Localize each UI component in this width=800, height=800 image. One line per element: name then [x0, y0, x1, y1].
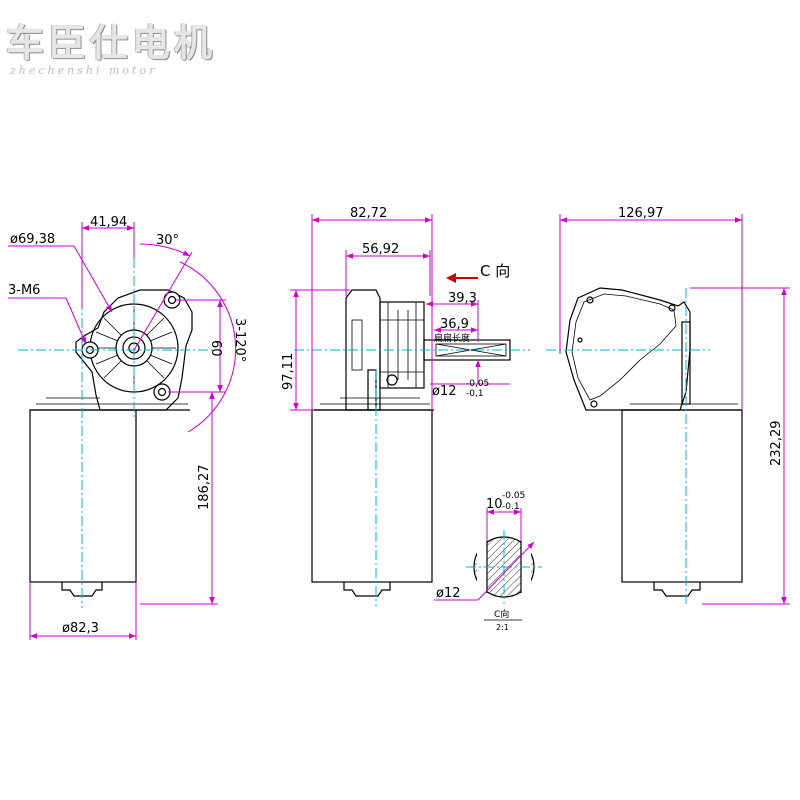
- rear-end-cap: [653, 582, 701, 597]
- section-detail: 10 -0.05 -0.1 ø12 C向 2:1: [434, 491, 542, 632]
- side-key-note: 扁扁长度: [434, 332, 470, 344]
- front-center-dim: 60: [208, 340, 223, 357]
- front-height-dim: 186,27: [197, 465, 212, 511]
- front-mount-boss-2: [153, 383, 171, 401]
- front-motor-can: [29, 409, 137, 583]
- section-tol-lower: -0.1: [502, 502, 520, 512]
- side-width-inner-dim: 56,92: [362, 242, 399, 257]
- side-shaft-tol-upper: -0,05: [466, 379, 489, 389]
- front-body-dia-dim: ø82,3: [62, 621, 99, 636]
- section-label: C向: [494, 608, 509, 620]
- rear-motor-can: [621, 409, 743, 583]
- side-shaft-dia-dim: ø12: [432, 384, 457, 399]
- front-hole-angle-dim: 3-120°: [232, 318, 247, 362]
- side-shaft-tol-lower: -0,1: [466, 389, 484, 399]
- side-view: 82,72 56,92 97,11 39,3 36,9 扁扁长度 ø12 -0,…: [281, 206, 530, 606]
- side-width-outer-dim: 82,72: [350, 206, 387, 221]
- side-height-dim: 97,11: [281, 353, 296, 390]
- front-view: 41,94 ø69,38 30° 3-M6 3-120° 60 186,27: [8, 215, 247, 640]
- front-angle-dim: 30°: [156, 233, 179, 248]
- side-end-cap: [343, 582, 391, 597]
- section-flat-dim: 10: [486, 497, 503, 512]
- front-thread-dim: 3-M6: [8, 283, 40, 298]
- side-key-len-dim: 36,9: [440, 317, 469, 332]
- watermark-subtitle: zhechenshi motor: [10, 64, 158, 77]
- side-cover-ribs: [351, 302, 424, 388]
- rear-gearbox-outline: [565, 287, 691, 411]
- front-mount-hole-2: [157, 387, 167, 397]
- side-motor-can: [311, 409, 433, 583]
- side-view-label: C 向: [480, 262, 510, 280]
- side-cover: [379, 301, 425, 389]
- section-scale: 2:1: [496, 623, 509, 632]
- rear-width-dim: 126,97: [618, 206, 664, 221]
- front-ribs: [92, 306, 176, 390]
- front-end-cap: [61, 582, 103, 597]
- side-shaft-len-dim: 39,3: [448, 291, 477, 306]
- front-gearbox-outline: [75, 289, 193, 411]
- section-tol-upper: -0.05: [502, 491, 525, 501]
- rear-view: 126,97 232,29: [546, 206, 790, 606]
- front-flange-dia-dim: ø69,38: [10, 232, 55, 247]
- front-mount-hole-1: [167, 295, 177, 305]
- section-dia-dim: ø12: [436, 586, 461, 601]
- watermark-title: 车臣仕电机: [6, 20, 217, 65]
- front-width-dim: 41,94: [90, 215, 127, 230]
- rear-height-dim: 232,29: [769, 421, 784, 467]
- side-connector: [386, 374, 398, 386]
- view-direction-arrow: [446, 273, 456, 283]
